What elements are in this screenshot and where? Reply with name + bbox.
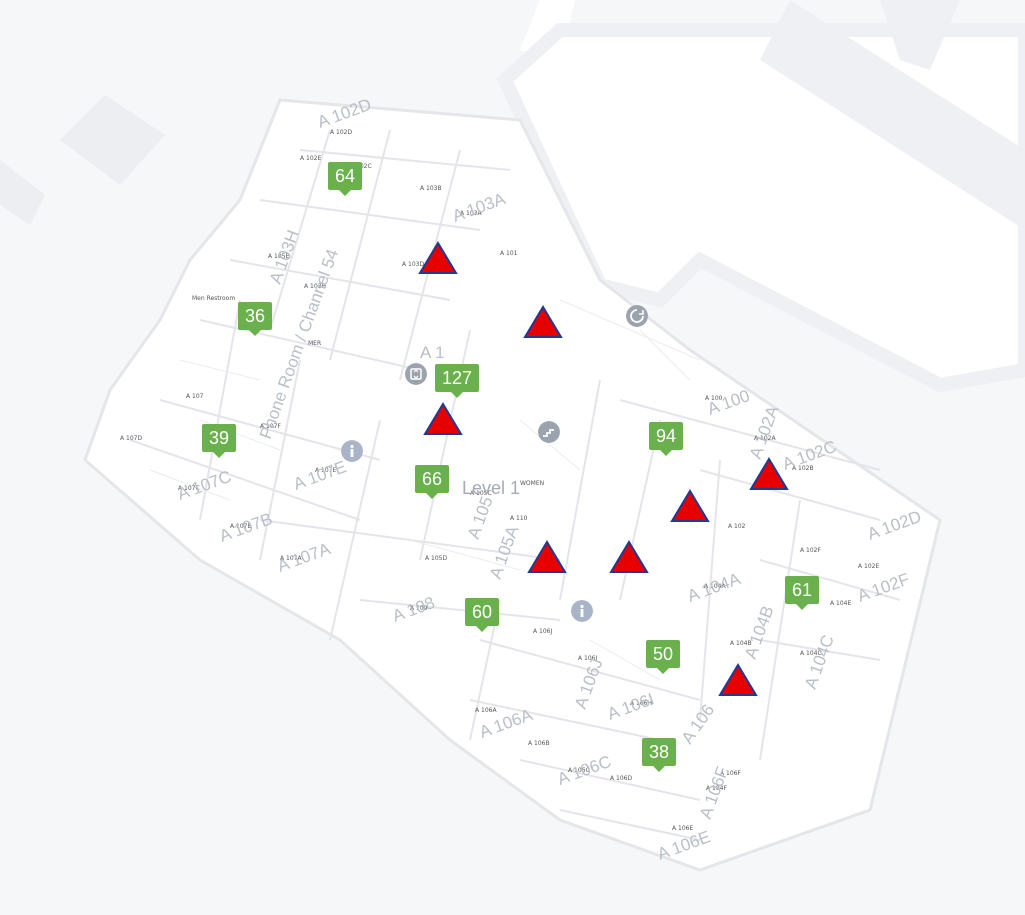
warning-marker-icon[interactable]: [670, 489, 710, 523]
info-icon[interactable]: [341, 440, 363, 462]
info-icon[interactable]: [571, 600, 593, 622]
stairs-icon[interactable]: [538, 421, 560, 443]
room-label: A 106D: [610, 775, 632, 782]
room-label: A 106B: [528, 740, 550, 747]
room-label: A 101: [500, 250, 518, 257]
room-label-large: A 1: [420, 343, 445, 362]
room-label: A 105C: [470, 490, 492, 497]
exit-icon[interactable]: [626, 305, 648, 327]
room-label: A 106F: [720, 770, 741, 777]
count-pin[interactable]: 50: [646, 640, 681, 674]
room-label: A 102E: [300, 155, 321, 162]
room-label: A 102D: [330, 129, 352, 136]
count-pin[interactable]: 127: [435, 364, 480, 398]
room-label: A 103H: [304, 283, 326, 290]
room-label: A 107A: [280, 555, 302, 562]
elevator-icon[interactable]: [405, 363, 427, 385]
count-pin[interactable]: 94: [649, 422, 684, 456]
warning-marker-icon[interactable]: [749, 457, 789, 491]
room-label: A 105E: [268, 253, 289, 260]
room-label: A 106I: [578, 655, 597, 662]
room-label: Men Restroom: [192, 295, 235, 302]
room-label: A 107B: [230, 523, 252, 530]
count-pin[interactable]: 36: [238, 302, 273, 336]
count-pin[interactable]: 39: [202, 424, 237, 458]
warning-marker-icon[interactable]: [523, 305, 563, 339]
room-labels-small: A 102D A 102E A 102C A 103B A 103A A 101…: [120, 129, 879, 832]
room-label: WOMEN: [520, 480, 544, 487]
room-label: A 109: [410, 605, 428, 612]
room-label: A 103D: [402, 261, 424, 268]
room-label: A 102A: [754, 435, 776, 442]
room-label: A 102: [728, 523, 746, 530]
warning-marker-icon[interactable]: [527, 540, 567, 574]
room-label: A 104B: [730, 640, 752, 647]
room-label: A 106H: [630, 700, 652, 707]
room-label: A 107: [186, 393, 204, 400]
room-label: A 102E: [858, 563, 879, 570]
building-footprint: [83, 98, 942, 872]
room-label: A 106A: [475, 707, 497, 714]
count-pin[interactable]: 66: [415, 465, 450, 499]
level-label: Level 1: [462, 478, 520, 498]
warning-marker-icon[interactable]: [609, 540, 649, 574]
room-label: A 107C: [178, 485, 200, 492]
warning-marker-icon[interactable]: [423, 402, 463, 436]
room-label: A 106J: [533, 628, 552, 635]
room-label: A 107D: [120, 435, 142, 442]
room-label: A 106E: [672, 825, 693, 832]
count-pin[interactable]: 61: [785, 576, 820, 610]
room-label: A 107E: [315, 467, 336, 474]
room-label: A 100: [705, 395, 723, 402]
room-label: A 104F: [706, 785, 727, 792]
room-label: MER: [308, 340, 321, 347]
room-label: A 104C: [800, 650, 822, 657]
count-pin[interactable]: 38: [642, 738, 677, 772]
room-label: A 102B: [792, 465, 814, 472]
count-pin[interactable]: 64: [328, 162, 363, 196]
room-label: A 106C: [568, 767, 590, 774]
room-label: A 104A: [704, 583, 726, 590]
room-label: A 103B: [420, 185, 442, 192]
room-label: A 107F: [260, 423, 281, 430]
room-label: A 103A: [460, 210, 482, 217]
room-label: A 105D: [425, 555, 447, 562]
room-label: A 110: [510, 515, 528, 522]
count-pin[interactable]: 60: [465, 598, 500, 632]
warning-marker-icon[interactable]: [718, 663, 758, 697]
warning-marker-icon[interactable]: [418, 241, 458, 275]
room-label: A 104E: [830, 600, 851, 607]
room-label: A 102F: [800, 547, 821, 554]
